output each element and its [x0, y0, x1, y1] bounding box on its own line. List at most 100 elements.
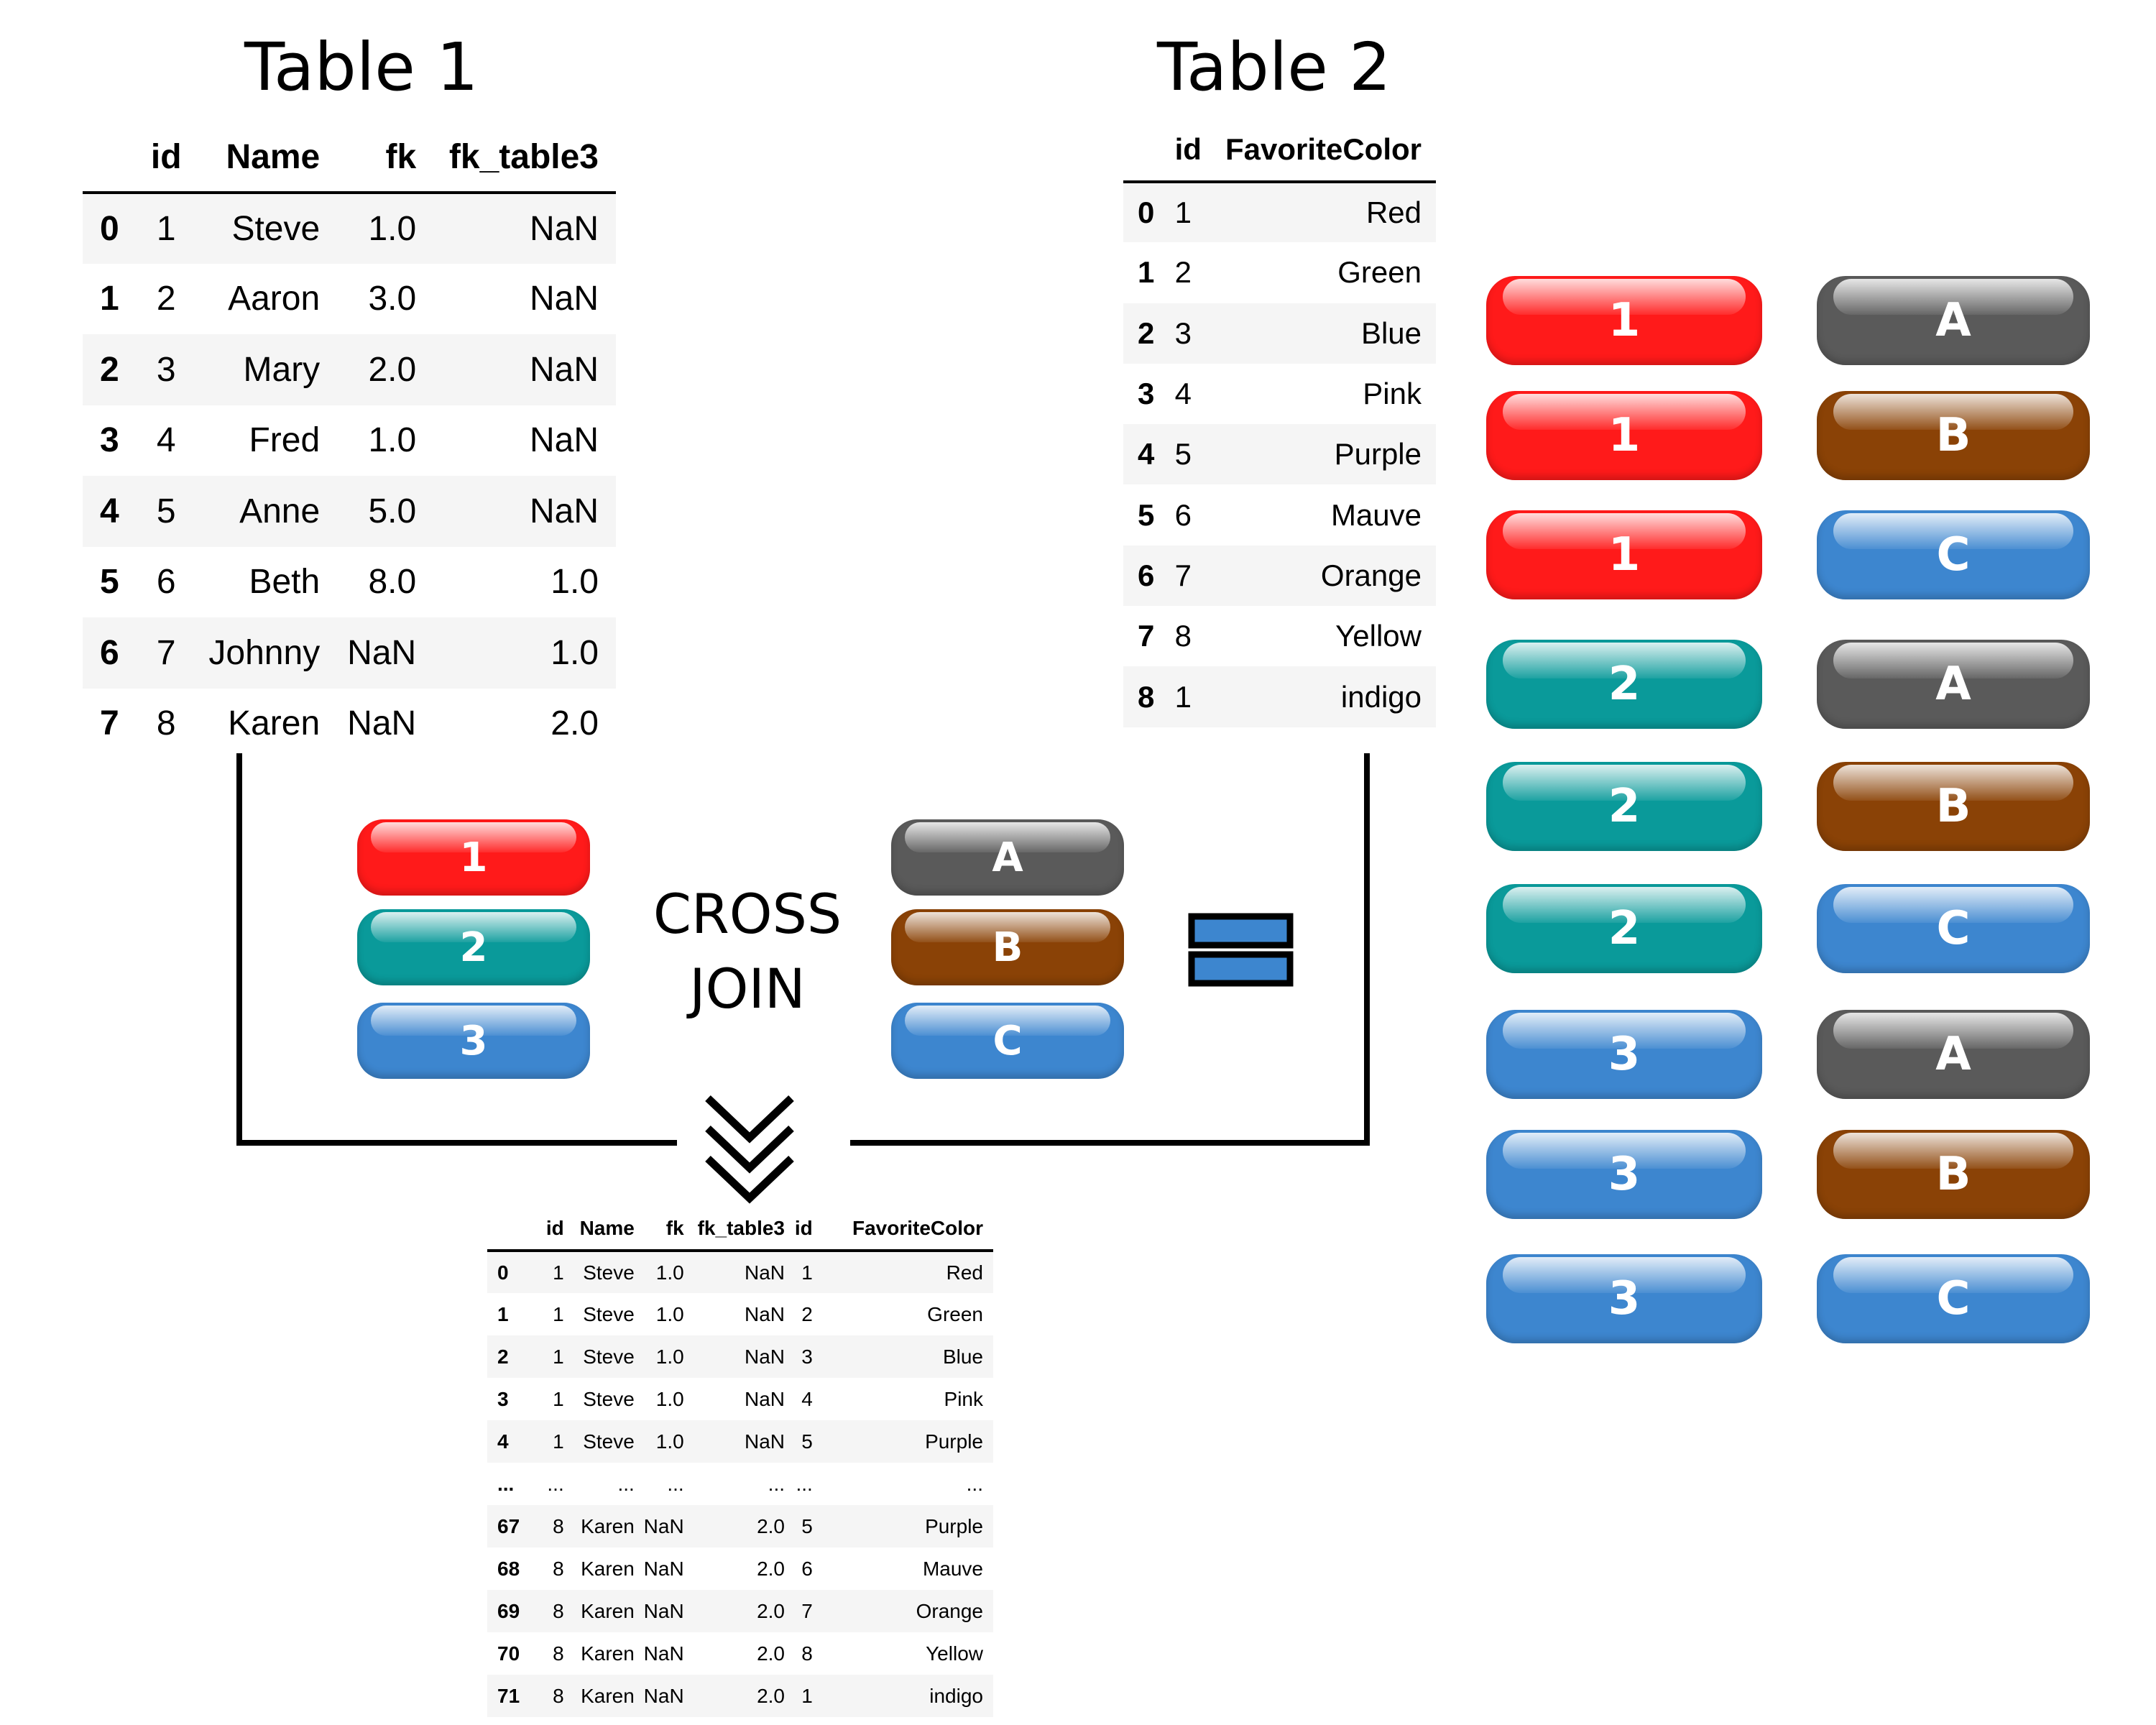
result-cell: 1 — [553, 1261, 564, 1284]
table1-cell: Steve — [231, 209, 321, 248]
result-cell: 8 — [553, 1684, 564, 1707]
letter-pill-label: B — [992, 924, 1023, 971]
result-letter-pill-label: A — [1935, 658, 1971, 711]
letter-pill: A — [891, 819, 1124, 896]
double-chevron-icon — [705, 1095, 794, 1204]
table1-cell: NaN — [529, 350, 599, 389]
result-cell: Pink — [944, 1387, 983, 1410]
table1-col-header: fk — [320, 122, 417, 194]
result-cell: NaN — [745, 1302, 786, 1325]
table1-cell: 1.0 — [550, 633, 599, 672]
table2-cell: Blue — [1360, 316, 1422, 350]
table1-cell: Fred — [249, 421, 321, 460]
result-col-header: fk_table3 — [683, 1208, 786, 1252]
result-row-index: 4 — [497, 1430, 509, 1453]
table2-cell: 8 — [1174, 619, 1192, 653]
result-number-pill: 2 — [1486, 762, 1762, 851]
table1-cell: NaN — [347, 704, 417, 743]
result-letter-pill-label: C — [1936, 902, 1971, 955]
result-cell: 1 — [553, 1387, 564, 1410]
table2-cell: indigo — [1340, 679, 1422, 714]
result-number-pill: 2 — [1486, 640, 1762, 729]
result-cell: NaN — [643, 1557, 684, 1580]
result-cell: Steve — [583, 1261, 635, 1284]
result-number-pill-label: 3 — [1608, 1148, 1641, 1201]
result-letter-pill: B — [1817, 762, 2090, 851]
result-cell: Purple — [925, 1430, 983, 1453]
table1-row-index: 2 — [100, 350, 119, 389]
table1-cell: 1.0 — [550, 563, 599, 602]
result-row-index: 3 — [497, 1387, 509, 1410]
table1-cell: Anne — [239, 492, 321, 530]
number-pill-label: 3 — [459, 1017, 488, 1064]
table1-row-index: 6 — [100, 633, 119, 672]
table2-cell: 7 — [1174, 558, 1192, 592]
cross-join-line2: JOIN — [689, 957, 806, 1021]
table2-row-index: 1 — [1138, 255, 1155, 290]
table1-cell: Karen — [228, 704, 321, 743]
table1-cell: Johnny — [208, 633, 321, 672]
result-row-index: 69 — [497, 1599, 520, 1622]
result-cell: NaN — [643, 1514, 684, 1537]
result-cell: 5 — [801, 1514, 813, 1537]
result-cell: Steve — [583, 1430, 635, 1453]
result-cell: 2.0 — [757, 1514, 786, 1537]
table1-cell: 2.0 — [368, 350, 417, 389]
result-letter-pill-label: C — [1936, 1272, 1971, 1325]
letter-pill-label: C — [992, 1017, 1023, 1064]
result-row: ..................... — [487, 1463, 993, 1505]
table1-col-header — [83, 122, 144, 194]
result-number-pill: 1 — [1486, 276, 1762, 365]
table2-row-index: 3 — [1138, 377, 1155, 411]
table1-cell: NaN — [347, 633, 417, 672]
result-number-pill: 3 — [1486, 1130, 1762, 1219]
result-cell: ... — [667, 1472, 684, 1495]
table2-row-index: 6 — [1138, 558, 1155, 592]
result-cell: 7 — [801, 1599, 813, 1622]
result-col-header: FavoriteColor — [812, 1208, 993, 1252]
result-cell: Karen — [581, 1599, 635, 1622]
result-cell: 1 — [553, 1430, 564, 1453]
result-cell: 1 — [553, 1345, 564, 1368]
result-number-pill: 3 — [1486, 1254, 1762, 1343]
result-cell: 2.0 — [757, 1557, 786, 1580]
result-row-index: 67 — [497, 1514, 520, 1537]
result-cell: 1.0 — [655, 1387, 684, 1410]
table1-cell: 6 — [156, 563, 176, 602]
letter-pill: C — [891, 1003, 1124, 1079]
table1-cell: Aaron — [228, 280, 321, 318]
result-cell: NaN — [745, 1345, 786, 1368]
result-cell: 1.0 — [655, 1430, 684, 1453]
table2-row-index: 0 — [1138, 196, 1155, 230]
result-row-index: 70 — [497, 1642, 520, 1665]
result-cell: Mauve — [922, 1557, 983, 1580]
result-col-header: Name — [563, 1208, 635, 1252]
table2-cell: 6 — [1174, 497, 1192, 532]
table2-row-index: 7 — [1138, 619, 1155, 653]
result-cell: 2 — [801, 1302, 813, 1325]
result-cell: NaN — [643, 1684, 684, 1707]
table1-cell: 1.0 — [368, 421, 417, 460]
result-cell: 3 — [801, 1345, 813, 1368]
number-pill-label: 1 — [459, 834, 488, 881]
result-row-index: 71 — [497, 1684, 520, 1707]
result-cell: 8 — [553, 1599, 564, 1622]
table2-cell: 1 — [1174, 196, 1192, 230]
result-letter-pill: B — [1817, 1130, 2090, 1219]
table1-row-index: 1 — [100, 280, 119, 318]
table1-col-header: Name — [189, 122, 321, 194]
result-number-pill-label: 2 — [1608, 902, 1641, 955]
table1-cell: NaN — [529, 421, 599, 460]
